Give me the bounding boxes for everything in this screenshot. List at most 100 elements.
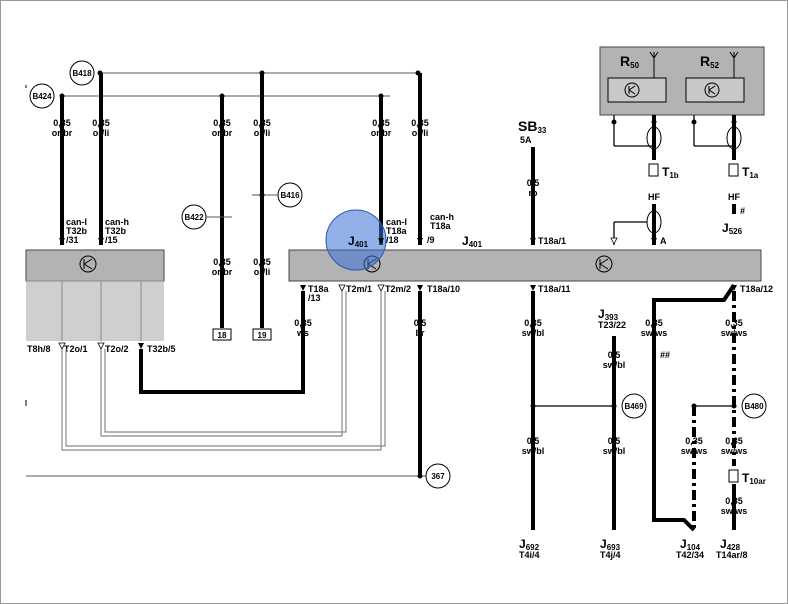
wire-grey-pair (104, 291, 347, 433)
pin-label: T18a/11 (538, 284, 571, 294)
connector-t10ar: T10ar (742, 471, 766, 486)
pin-arrow (651, 238, 657, 244)
pin-label: T14ar/8 (716, 550, 748, 560)
wire-grey-pair (65, 291, 386, 447)
wire-color: or/li (254, 128, 271, 138)
highlight-marker (325, 209, 387, 271)
pin-label: can-l (66, 217, 87, 227)
wire-color: sw/ws (721, 446, 748, 456)
pin-label: T18a/12 (740, 284, 773, 294)
connector-t1a-icon (728, 163, 739, 177)
wire-grey-pair (61, 291, 382, 451)
antenna-r52: R52 (685, 51, 745, 103)
wire-size: 0,5 (608, 436, 621, 446)
svg-text:367: 367 (431, 472, 445, 481)
pin-arrow (610, 237, 618, 245)
pin-label: T32b (105, 226, 127, 236)
pin-label: T2o/2 (105, 344, 129, 354)
pin-label: T2o/1 (64, 344, 88, 354)
wire-color: sw/bl (522, 328, 545, 338)
wire-size: 0,35 (253, 118, 271, 128)
left-control-module (25, 249, 165, 282)
pin-label: T4i/4 (519, 550, 540, 560)
pin-label: /31 (66, 235, 79, 245)
terminal-18: 18 (212, 328, 232, 341)
j401-label: J401 (462, 234, 483, 249)
wire-size: 0,35 (253, 257, 271, 267)
left-module-body (26, 281, 164, 341)
wire-size: 0,35 (53, 118, 71, 128)
connector-t1b-icon (648, 163, 659, 177)
wire-ws (139, 291, 305, 394)
pin-arrow (59, 238, 65, 244)
pin-label: T18a (430, 221, 452, 231)
connector-367: 367 (425, 463, 451, 489)
wire-size: 0,5 (527, 436, 540, 446)
pin-arrow (377, 284, 385, 292)
wire-color: or/li (254, 267, 271, 277)
wire-size: 0,35 (411, 118, 429, 128)
svg-text:B424: B424 (32, 92, 52, 101)
wire-color: or/li (412, 128, 429, 138)
wire-color: sw/bl (603, 446, 626, 456)
wire-size: 0,5 (527, 178, 540, 188)
footnote-mark: # (740, 206, 745, 216)
svg-text:B422: B422 (184, 213, 204, 222)
wire-size: 0,35 (685, 436, 703, 446)
wire-size: 0,35 (294, 318, 312, 328)
pin-label: /13 (308, 293, 321, 303)
wire-color: sw/ws (721, 328, 748, 338)
wire-color: or/li (93, 128, 110, 138)
pin-label: T32b/5 (147, 344, 176, 354)
component-j692: J692 (519, 537, 540, 552)
splice-dot (259, 192, 265, 198)
wire-grey-pair (100, 291, 343, 437)
wire-label-hf: HF (648, 192, 660, 202)
transistor-icon (595, 255, 613, 273)
svg-text:B480: B480 (744, 402, 764, 411)
wire-size: 0,35 (725, 436, 743, 446)
pin-label: /18 (386, 235, 399, 245)
transistor-icon (79, 255, 97, 273)
component-j693: J693 (600, 537, 621, 552)
connector-t1a: T1a (742, 165, 759, 180)
connector-b480: B480 (741, 393, 767, 419)
component-j104: J104 (680, 537, 701, 552)
connector-t1b: T1b (662, 165, 679, 180)
wire-size: 0,35 (372, 118, 390, 128)
connector-t10ar-icon (728, 469, 739, 483)
pin-label: T2m/2 (385, 284, 411, 294)
terminal-19: 19 (252, 328, 272, 341)
pin-arrow (98, 238, 104, 244)
pin-label: can-h (430, 212, 454, 222)
pin-arrow (530, 285, 536, 291)
wire-sw-ws-j104 (652, 283, 736, 532)
wire-size: 0,35 (213, 118, 231, 128)
pin-arrow (417, 238, 423, 244)
wire-color: sw/ws (721, 506, 748, 516)
svg-text:R50: R50 (620, 53, 640, 70)
pin-label: T42/34 (676, 550, 704, 560)
pin-label: T18a (308, 284, 330, 294)
wire-size: 0,35 (524, 318, 542, 328)
wire-color: ro (529, 188, 539, 198)
wire-color: or/br (212, 128, 233, 138)
fuse-rating: 5A (520, 135, 532, 145)
footnote-mark: ## (660, 350, 670, 360)
pin-label: can-h (105, 217, 129, 227)
pin-arrow (138, 343, 144, 349)
wire-size: 0,35 (645, 318, 663, 328)
component-j393: J393 (598, 307, 619, 322)
wire-color: ws (296, 328, 309, 338)
wire-color: or/br (212, 267, 233, 277)
pin-arrow (338, 284, 346, 292)
component-j428: J428 (720, 537, 741, 552)
svg-text:B469: B469 (624, 402, 644, 411)
pin-label: T18a/1 (538, 236, 566, 246)
pin-arrow (58, 342, 66, 350)
pin-label: /9 (427, 235, 435, 245)
pin-label: /15 (105, 235, 118, 245)
wire-size: 0,35 (213, 257, 231, 267)
pin-label: T4j/4 (600, 550, 621, 560)
